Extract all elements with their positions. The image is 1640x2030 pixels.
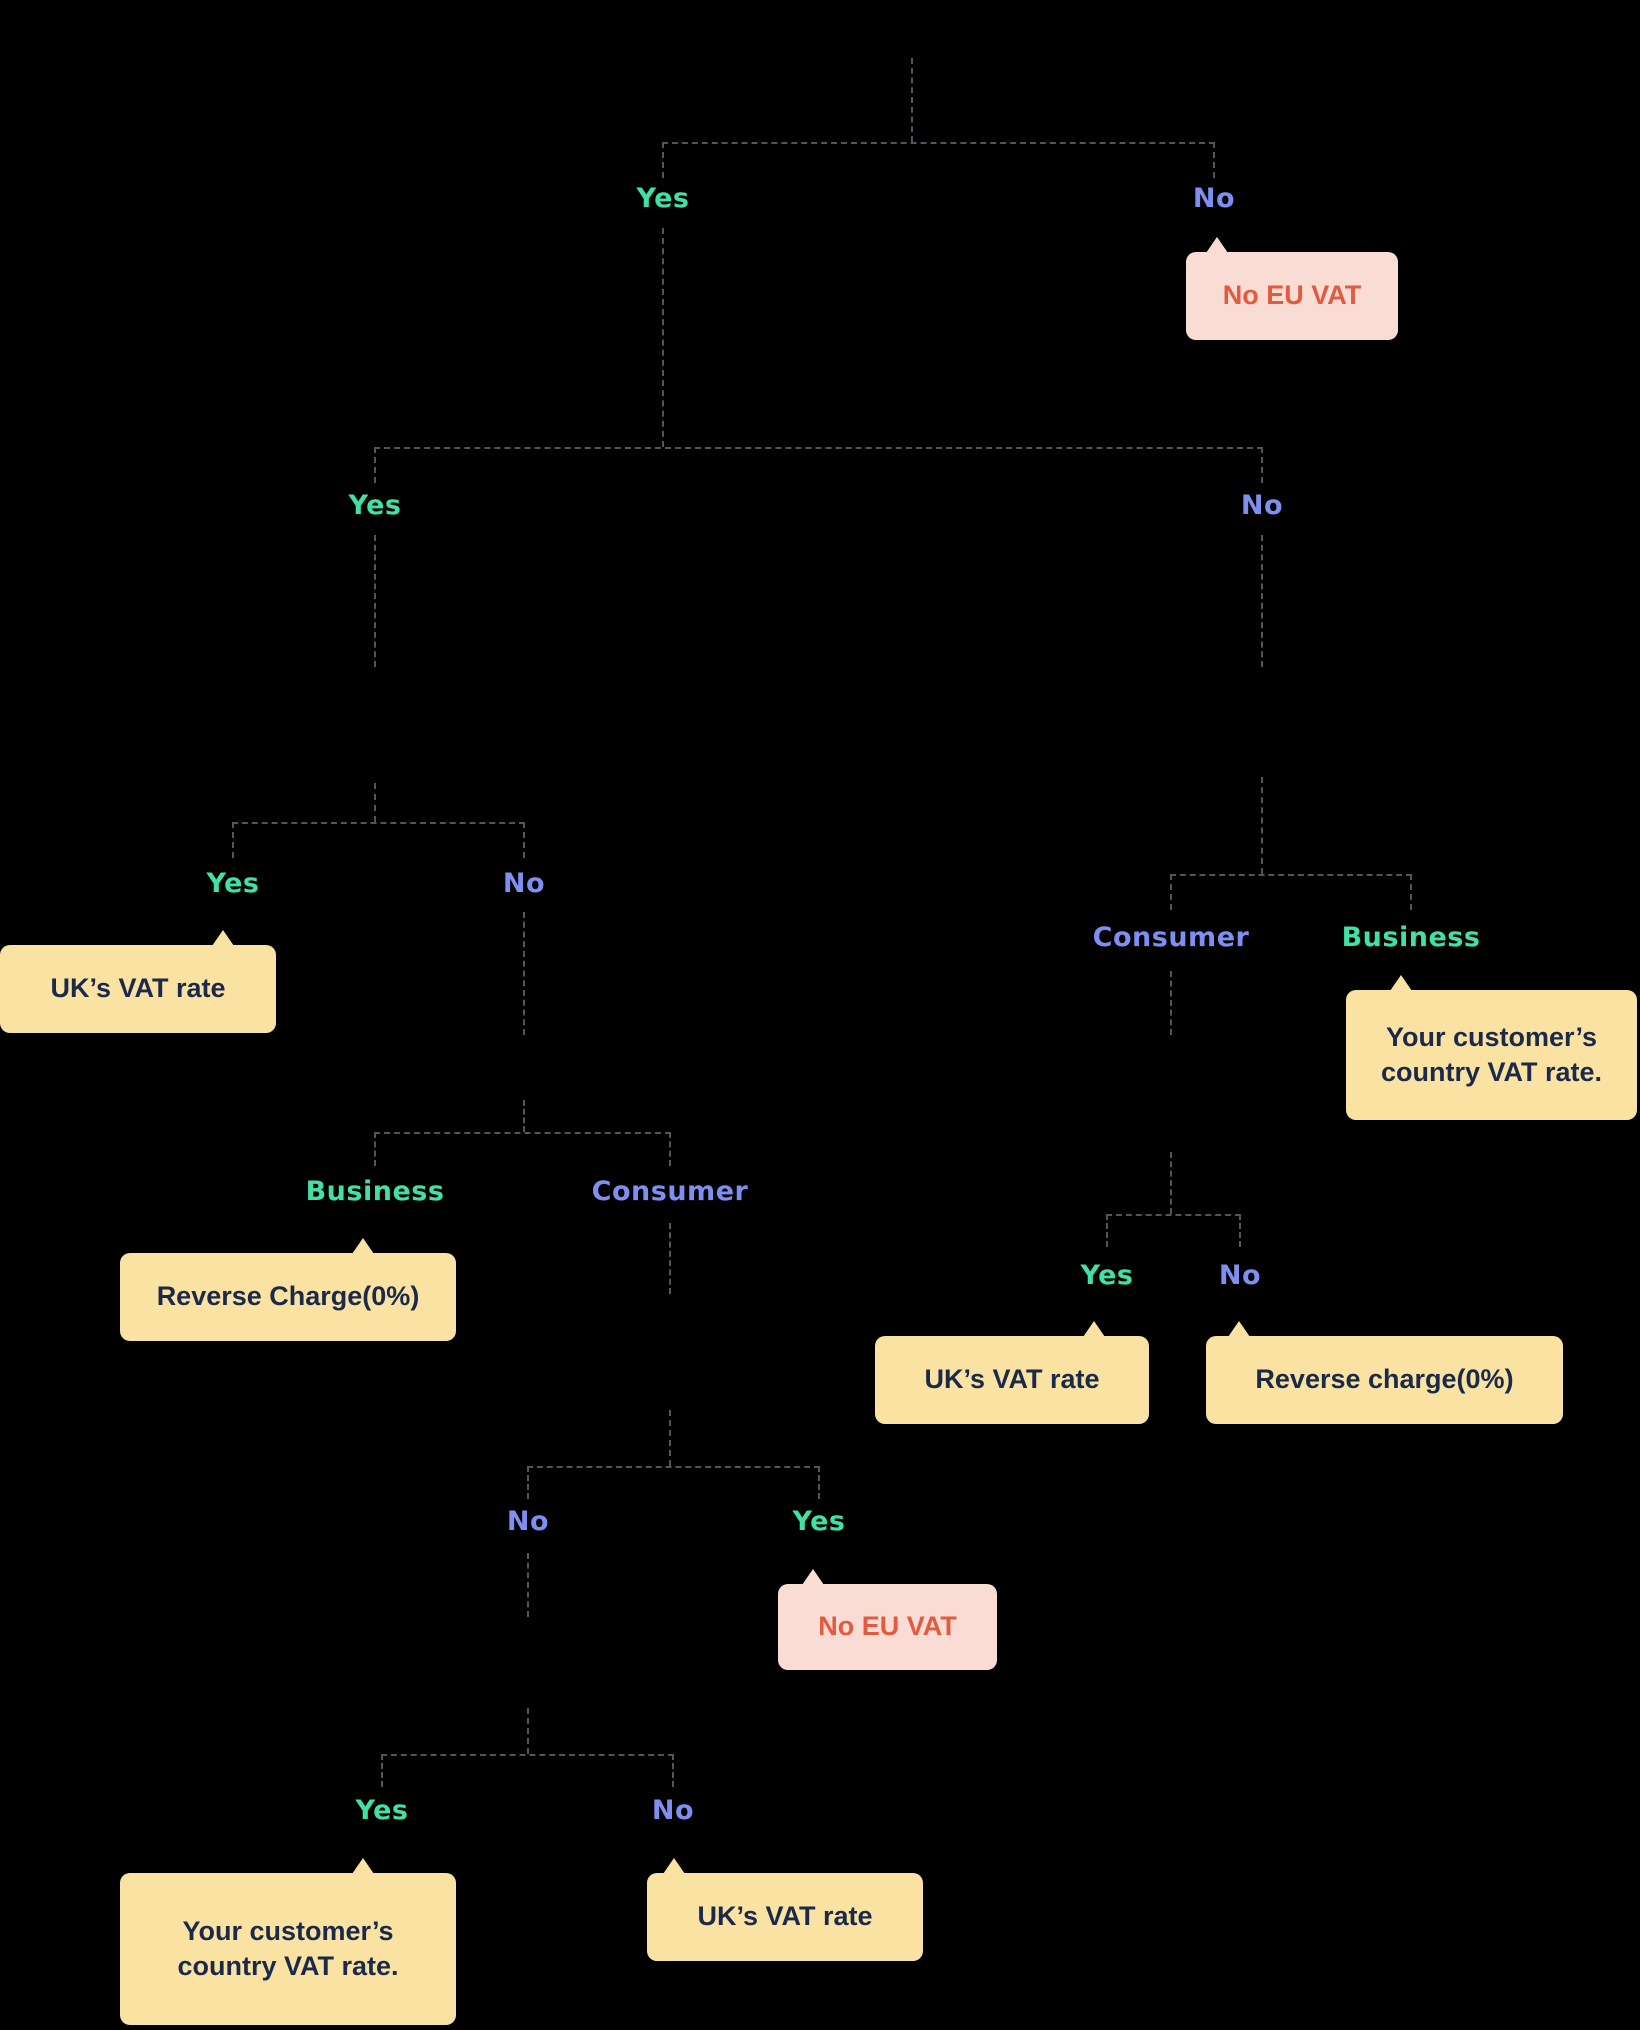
branch-label-no: No — [506, 1506, 550, 1537]
branch-label-no: No — [651, 1795, 695, 1826]
connector-line — [523, 822, 525, 858]
result-box-reverse-charge-1: Reverse Charge(0%) — [120, 1238, 456, 1341]
result-text: Reverse Charge(0%) — [156, 1281, 420, 1312]
connector-line — [1213, 142, 1215, 178]
branch-label-business: Business — [1341, 922, 1481, 953]
branch-label-no: No — [1240, 490, 1284, 521]
connector-line — [669, 1410, 671, 1466]
connector-line — [662, 142, 664, 178]
box-pointer-icon — [663, 1858, 685, 1874]
connector-line — [374, 447, 376, 483]
result-box-reverse-charge-2: Reverse charge(0%) — [1206, 1321, 1563, 1424]
box-pointer-icon — [212, 930, 234, 946]
connector-line — [911, 58, 913, 142]
connector-line — [374, 783, 376, 822]
result-box-uk-vat-rate-1: UK’s VAT rate — [0, 930, 276, 1033]
connector-line — [374, 1132, 671, 1134]
box-pointer-icon — [1228, 1321, 1250, 1337]
connector-line — [381, 1754, 383, 1787]
connector-line — [1170, 874, 1172, 910]
connector-line — [669, 1132, 671, 1166]
connector-line — [1106, 1214, 1241, 1216]
connector-line — [1170, 971, 1172, 1035]
result-text: UK’s VAT rate — [924, 1364, 1100, 1395]
branch-label-business: Business — [305, 1176, 445, 1207]
branch-label-yes: Yes — [348, 490, 402, 521]
box-pointer-icon — [352, 1858, 374, 1874]
result-box-uk-vat-rate-2: UK’s VAT rate — [647, 1858, 923, 1961]
result-text: UK’s VAT rate — [697, 1901, 873, 1932]
result-box-no-eu-vat-1: No EU VAT — [1186, 237, 1398, 340]
box-pointer-icon — [352, 1238, 374, 1254]
result-text: UK’s VAT rate — [50, 973, 226, 1004]
result-box-customer-country-vat-2: Your customer’s country VAT rate. — [1346, 975, 1637, 1120]
branch-label-no: No — [1192, 183, 1236, 214]
box-pointer-icon — [802, 1569, 824, 1585]
connector-line — [374, 447, 1263, 449]
branch-label-consumer: Consumer — [1092, 922, 1250, 953]
result-text: Your customer’s country VAT rate. — [177, 1915, 399, 1981]
result-text: No EU VAT — [818, 1611, 957, 1642]
result-text: Reverse charge(0%) — [1255, 1364, 1514, 1395]
connector-line — [523, 1100, 525, 1132]
connector-line — [1261, 777, 1263, 874]
connector-line — [374, 535, 376, 667]
branch-label-consumer: Consumer — [591, 1176, 749, 1207]
connector-line — [818, 1466, 820, 1499]
branch-label-no: No — [1218, 1260, 1262, 1291]
connector-line — [527, 1708, 529, 1754]
connector-line — [374, 1132, 376, 1166]
connector-line — [662, 228, 664, 447]
result-box-no-eu-vat-2: No EU VAT — [778, 1569, 997, 1670]
connector-line — [232, 822, 525, 824]
connector-line — [523, 912, 525, 1035]
connector-line — [1410, 874, 1412, 910]
connector-line — [527, 1466, 529, 1499]
connector-line — [672, 1754, 674, 1787]
connector-line — [232, 822, 234, 858]
result-box-uk-vat-rate-3: UK’s VAT rate — [875, 1321, 1149, 1424]
branch-label-yes: Yes — [636, 183, 690, 214]
result-text: Your customer’s country VAT rate. — [1380, 1021, 1603, 1087]
connector-line — [1170, 1152, 1172, 1214]
connector-line — [1170, 874, 1412, 876]
result-box-customer-country-vat-1: Your customer’s country VAT rate. — [120, 1858, 456, 2025]
box-pointer-icon — [1083, 1321, 1105, 1337]
connector-line — [1261, 535, 1263, 667]
branch-label-yes: Yes — [206, 868, 260, 899]
box-pointer-icon — [1390, 975, 1412, 991]
branch-label-yes: Yes — [792, 1506, 846, 1537]
branch-label-yes: Yes — [355, 1795, 409, 1826]
branch-label-yes: Yes — [1080, 1260, 1134, 1291]
connector-line — [669, 1223, 671, 1294]
branch-label-no: No — [502, 868, 546, 899]
connector-line — [381, 1754, 674, 1756]
box-pointer-icon — [1206, 237, 1228, 253]
connector-line — [1239, 1214, 1241, 1247]
connector-line — [1106, 1214, 1108, 1247]
connector-line — [662, 142, 1215, 144]
connector-line — [527, 1553, 529, 1617]
result-text: No EU VAT — [1222, 280, 1362, 311]
connector-line — [1261, 447, 1263, 483]
connector-line — [527, 1466, 820, 1468]
